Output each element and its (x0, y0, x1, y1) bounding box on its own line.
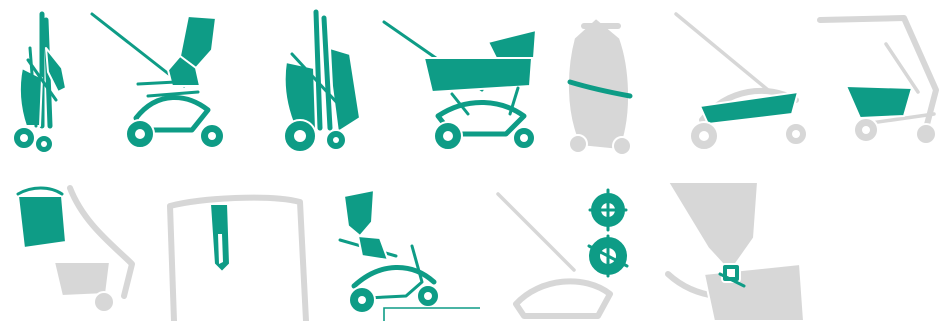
stroller-basket-side-icon (816, 14, 944, 156)
stroller-handlebar-strap-icon (160, 184, 312, 321)
stroller-folded-with-seat-icon (272, 8, 366, 156)
stroller-curb-step-icon (336, 186, 482, 321)
stroller-seat-unit-icon (88, 10, 230, 156)
stroller-basket-icon (672, 10, 812, 156)
stroller-wheel-detail-icon (494, 186, 640, 321)
stroller-folded-icon (6, 8, 74, 156)
stroller-shopping-bag-icon (14, 184, 138, 316)
stroller-harness-buckle-icon (664, 178, 806, 321)
stroller-rain-cover-icon (556, 8, 642, 156)
stroller-carrycot-icon (378, 12, 546, 156)
